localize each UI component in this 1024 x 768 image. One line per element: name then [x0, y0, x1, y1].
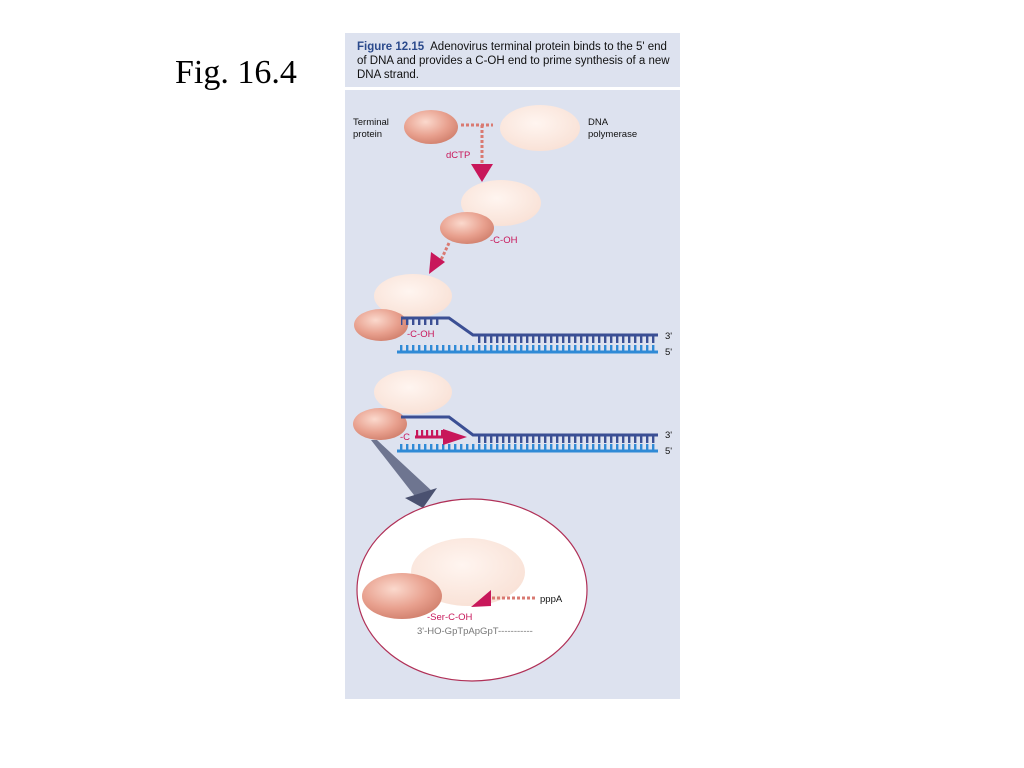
caption-text: Adenovirus terminal protein binds to the… [357, 41, 670, 81]
dna-top-bases-step4 [475, 436, 658, 443]
zoom-pointer-head [405, 488, 437, 508]
label-dctp: dCTP [446, 150, 470, 161]
dna-bottom-bases-step3 [397, 345, 658, 351]
terminal-protein-step2 [440, 212, 494, 244]
figure-panel: Terminal protein DNA polymerase dCTP -C-… [345, 90, 680, 699]
down-arrow-2 [429, 252, 445, 274]
dna-top-bases-step3b [475, 336, 658, 343]
label-3prime-b: 3' [665, 430, 672, 441]
label-c-step4: -C [400, 432, 410, 443]
label-3prime-a: 3' [665, 331, 672, 342]
adenovirus-priming-diagram: Terminal protein DNA polymerase dCTP -C-… [353, 105, 672, 682]
dna-bottom-bases-step4 [397, 444, 658, 450]
dna-polymerase-step3 [374, 274, 452, 318]
label-pppa: pppA [540, 594, 563, 605]
figure-number: Figure 12.15 [357, 41, 425, 53]
terminal-protein-detail [362, 573, 442, 619]
terminal-protein [404, 110, 458, 144]
synthesis-arrow [443, 429, 467, 445]
pppa-arrow [471, 590, 491, 607]
down-arrow-1 [471, 164, 493, 182]
dna-top-strand-step4 [401, 415, 658, 437]
terminal-protein-step4 [353, 408, 407, 440]
label-dna-polymerase-1: DNA [588, 117, 609, 128]
slide-label: Fig. 16.4 [175, 54, 297, 91]
dna-top-strand-step3 [401, 316, 658, 337]
label-c-oh-step3: -C-OH [407, 329, 435, 340]
label-5prime-b: 5' [665, 446, 672, 457]
label-terminal-protein-1: Terminal [353, 117, 389, 128]
terminal-protein-step3 [354, 309, 408, 341]
label-c-oh-step2: -C-OH [490, 235, 518, 246]
link-step2 [439, 242, 451, 261]
label-ser-c-oh: -Ser-C-OH [427, 612, 473, 623]
dna-top-bases-step3 [401, 319, 441, 325]
dna-polymerase-step4 [374, 370, 452, 414]
dna-polymerase [500, 105, 580, 151]
label-dna-polymerase-2: polymerase [588, 129, 637, 140]
label-sequence: 3'-HO-GpTpApGpT----------- [417, 626, 533, 637]
label-5prime-a: 5' [665, 347, 672, 358]
label-terminal-protein-2: protein [353, 129, 382, 140]
new-strand-bases [415, 430, 443, 437]
zoom-pointer [371, 440, 433, 504]
